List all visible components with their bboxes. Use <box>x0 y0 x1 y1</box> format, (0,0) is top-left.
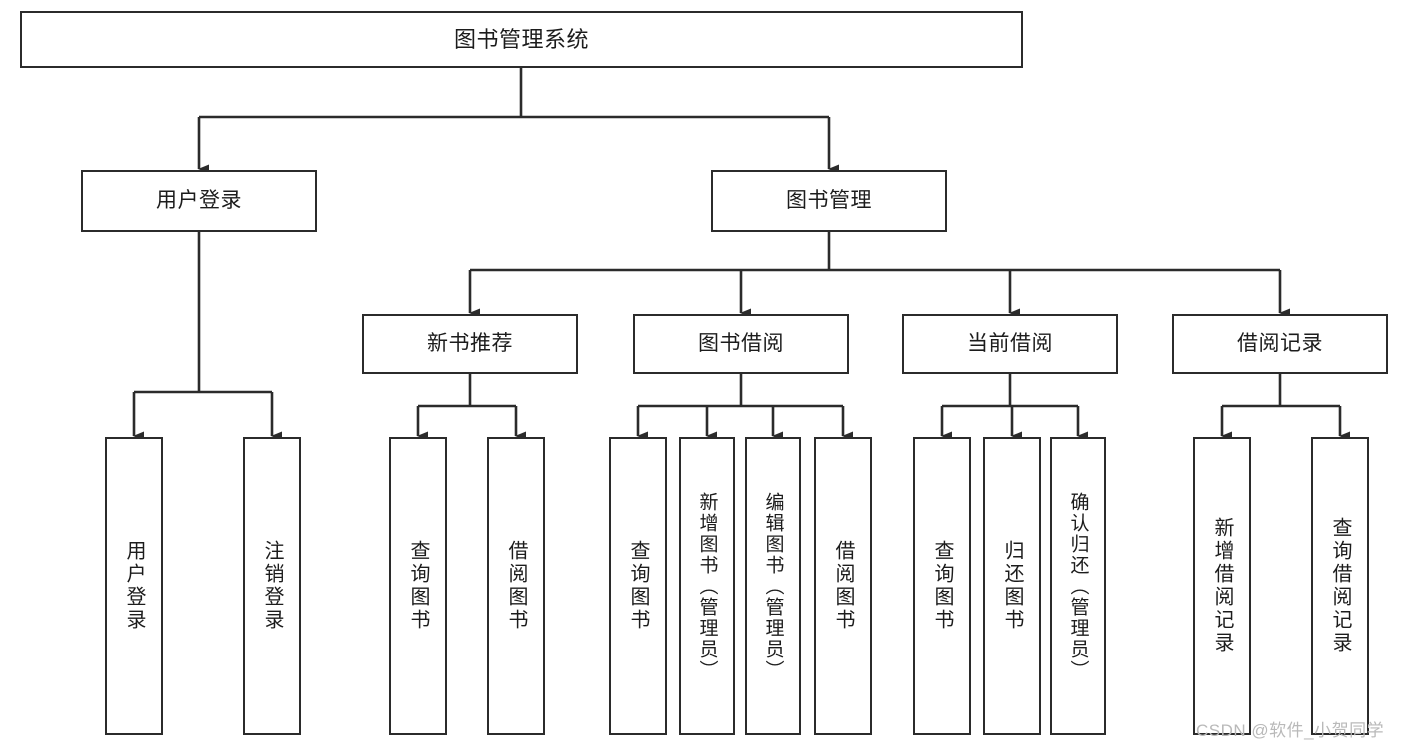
node-leaf-borrow-2[interactable]: 借阅图书 <box>814 437 872 735</box>
node-current-borrow[interactable]: 当前借阅 <box>902 314 1118 374</box>
node-label: 图书管理系统 <box>453 26 589 52</box>
node-leaf-query-1[interactable]: 查询图书 <box>389 437 447 735</box>
node-label: 图书借阅 <box>698 331 784 355</box>
node-label: 查询借阅记录 <box>1329 517 1351 655</box>
node-label: 新书推荐 <box>427 331 513 355</box>
node-leaf-add-book[interactable]: 新增图书（管理员） <box>679 437 735 735</box>
node-label: 借阅记录 <box>1237 331 1323 355</box>
node-label: 用户登录 <box>156 188 242 212</box>
node-user-login[interactable]: 用户登录 <box>81 170 317 232</box>
node-leaf-user-login[interactable]: 用户登录 <box>105 437 163 735</box>
node-leaf-confirm[interactable]: 确认归还（管理员） <box>1050 437 1106 735</box>
node-leaf-add-rec[interactable]: 新增借阅记录 <box>1193 437 1251 735</box>
node-book-borrow[interactable]: 图书借阅 <box>633 314 849 374</box>
node-label: 当前借阅 <box>967 331 1053 355</box>
node-label: 图书管理 <box>786 188 872 212</box>
node-new-book-rec[interactable]: 新书推荐 <box>362 314 578 374</box>
node-leaf-return[interactable]: 归还图书 <box>983 437 1041 735</box>
node-label: 借阅图书 <box>832 540 854 632</box>
node-root[interactable]: 图书管理系统 <box>20 11 1023 68</box>
node-leaf-query-2[interactable]: 查询图书 <box>609 437 667 735</box>
node-label: 编辑图书（管理员） <box>762 491 784 681</box>
node-label: 新增图书（管理员） <box>696 491 718 681</box>
node-label: 注销登录 <box>261 540 283 632</box>
edge-paths <box>132 68 1350 441</box>
node-book-manage[interactable]: 图书管理 <box>711 170 947 232</box>
node-leaf-borrow-1[interactable]: 借阅图书 <box>487 437 545 735</box>
node-leaf-query-rec[interactable]: 查询借阅记录 <box>1311 437 1369 735</box>
node-label: 查询图书 <box>407 540 429 632</box>
node-leaf-edit-book[interactable]: 编辑图书（管理员） <box>745 437 801 735</box>
watermark-text: CSDN @软件_小贺同学 <box>1196 721 1385 740</box>
node-leaf-query-3[interactable]: 查询图书 <box>913 437 971 735</box>
node-borrow-record[interactable]: 借阅记录 <box>1172 314 1388 374</box>
node-label: 确认归还（管理员） <box>1067 491 1089 681</box>
node-label: 查询图书 <box>627 540 649 632</box>
node-label: 查询图书 <box>931 540 953 632</box>
node-label: 借阅图书 <box>505 540 527 632</box>
node-label: 用户登录 <box>123 540 145 632</box>
node-label: 新增借阅记录 <box>1211 517 1233 655</box>
node-label: 归还图书 <box>1001 540 1023 632</box>
node-leaf-logout[interactable]: 注销登录 <box>243 437 301 735</box>
